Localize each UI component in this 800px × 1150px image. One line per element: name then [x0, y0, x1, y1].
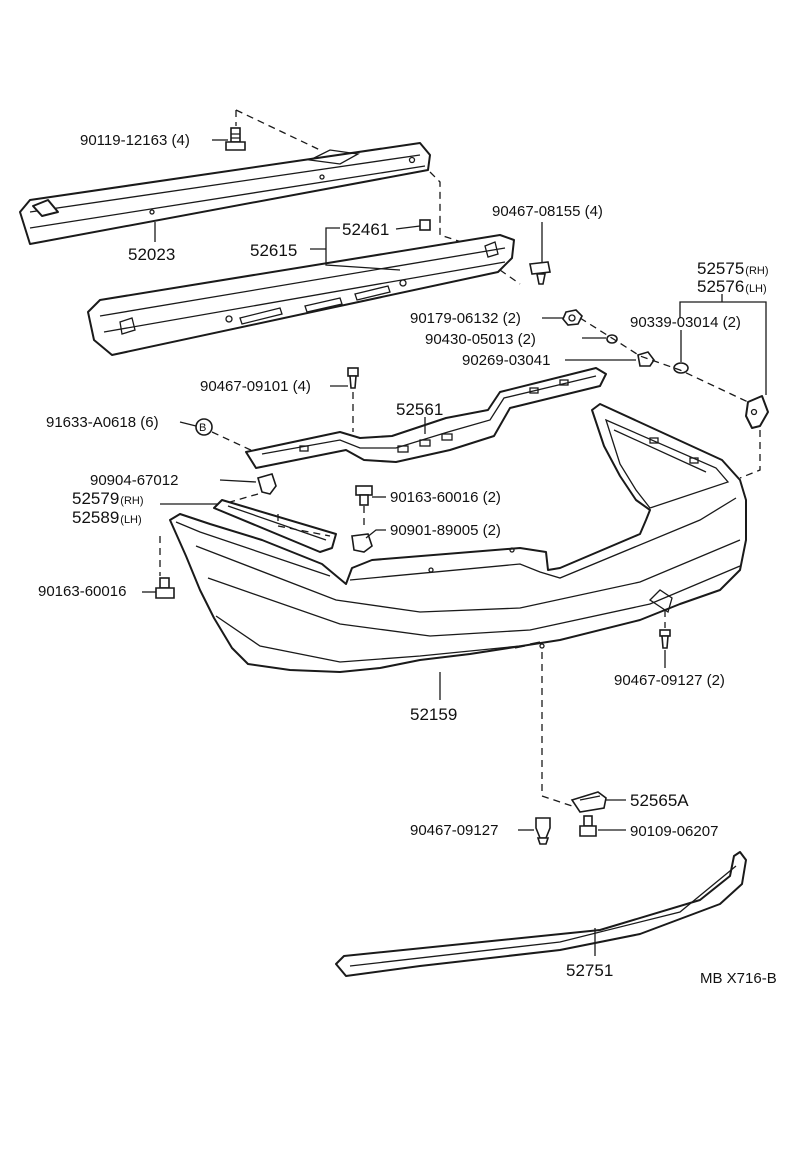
label-90904-67012: 90904-67012 — [90, 472, 178, 489]
label-52023: 52023 — [128, 245, 175, 264]
label-52579: 52579(RH) — [72, 489, 144, 508]
label-90430-05013: 90430-05013 (2) — [425, 331, 536, 348]
label-52751: 52751 — [566, 961, 613, 980]
guide-52579 — [277, 514, 331, 537]
nut-52461-icon — [419, 219, 431, 231]
part-52751-spoiler — [335, 851, 747, 977]
bolt-90109-06207-icon — [579, 815, 597, 837]
guide-52023-top — [235, 109, 321, 151]
label-52575: 52575(RH) — [697, 259, 769, 278]
label-91633-A0618: 91633-A0618 (6) — [46, 414, 159, 431]
label-90467-08155: 90467-08155 (4) — [492, 203, 603, 220]
leader-90901 — [365, 529, 386, 539]
grommet-90339-03014-icon — [673, 362, 689, 374]
label-90339-03014: 90339-03014 (2) — [630, 314, 741, 331]
part-52159-bumper-cover — [169, 403, 747, 673]
label-90269-03041: 90269-03041 — [462, 352, 550, 369]
label-90467-09127-b: 90467-09127 — [410, 822, 498, 839]
guide-center-retainer — [499, 269, 521, 285]
bracket-52615 — [310, 227, 401, 271]
label-90163-60016-a: 90163-60016 (2) — [390, 489, 501, 506]
leader-90904 — [219, 479, 257, 483]
bracket-52575 — [679, 294, 767, 395]
clip-90467-09127-b-icon — [535, 817, 551, 845]
guide-right-hardware — [579, 317, 749, 403]
guide-90904 — [229, 493, 259, 503]
label-90467-09101: 90467-09101 (4) — [200, 378, 311, 395]
label-52589: 52589(LH) — [72, 508, 142, 527]
clip-90467-08155-icon — [529, 261, 551, 285]
label-52576: 52576(LH) — [697, 277, 767, 296]
guide-center-lower — [541, 652, 573, 807]
bolt-90163-60016-b-icon — [155, 577, 175, 599]
label-90901-89005: 90901-89005 (2) — [390, 522, 501, 539]
part-52579-retainer — [213, 499, 337, 553]
label-52461: 52461 — [342, 220, 389, 239]
clip-90467-09101-icon — [347, 367, 359, 389]
diagram-code: MB X716-B — [700, 970, 777, 987]
clip-90467-09127-a-icon — [659, 629, 671, 649]
label-90467-09127-a: 90467-09127 (2) — [614, 672, 725, 689]
label-90119-12163: 90119-12163 (4) — [80, 132, 190, 149]
retainer-52565A-icon — [570, 791, 607, 813]
label-90179-06132: 90179-06132 (2) — [410, 310, 521, 327]
svg-text:B: B — [199, 422, 206, 434]
clip-90901-89005-icon — [351, 533, 373, 553]
label-90109-06207: 90109-06207 — [630, 823, 718, 840]
leader-91633 — [179, 421, 197, 427]
guide-right-down — [739, 430, 761, 479]
rivet-90269-03041-icon — [637, 351, 655, 367]
label-52565A: 52565A — [630, 791, 689, 810]
part-52561-bracket — [245, 367, 607, 469]
bolt-90119-12163-icon — [225, 127, 246, 151]
guide-52023-right — [429, 171, 481, 249]
part-52615-absorber — [87, 234, 515, 356]
part-52023-reinforcement — [19, 142, 431, 245]
label-52615: 52615 — [250, 241, 297, 260]
marker-b-icon: B — [195, 418, 213, 436]
part-52575-retainer — [745, 395, 769, 429]
label-90163-60016-b: 90163-60016 — [38, 583, 126, 600]
washer-90430-05013-icon — [606, 334, 618, 344]
guide-91633 — [211, 431, 256, 453]
label-52561: 52561 — [396, 400, 443, 419]
label-52159: 52159 — [410, 705, 457, 724]
clip-90904-67012-icon — [257, 473, 277, 495]
nut-90179-06132-icon — [562, 309, 583, 326]
bolt-90163-60016-icon — [355, 485, 373, 506]
leader-52461 — [395, 225, 421, 230]
